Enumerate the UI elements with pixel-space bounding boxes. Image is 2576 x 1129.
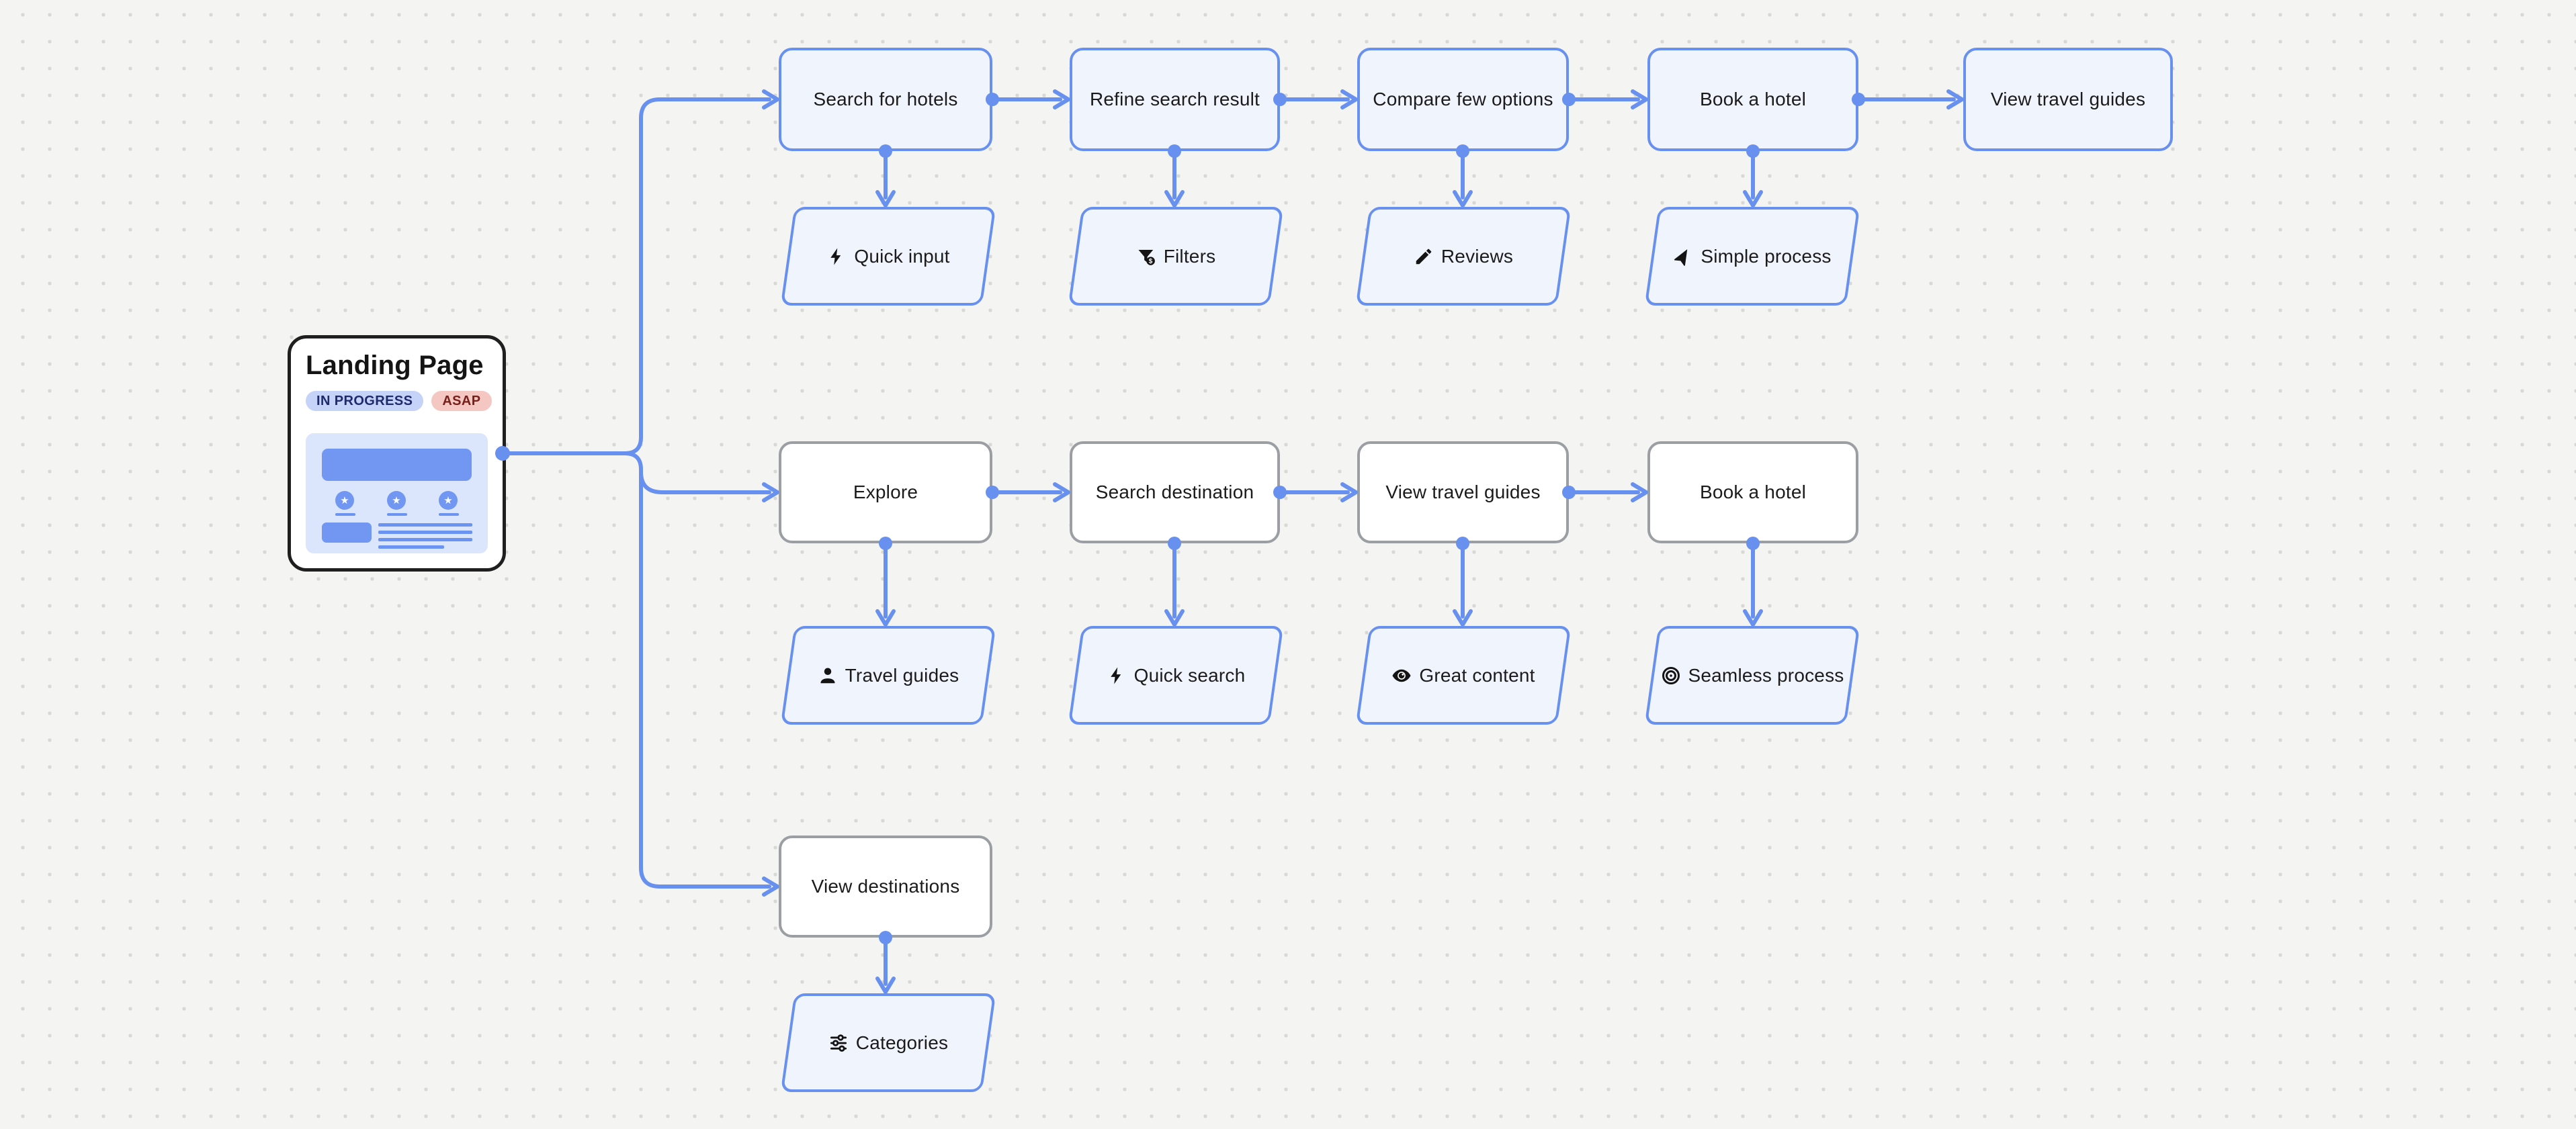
wireframe-feature: ★ [439,491,459,516]
flow-node-view-travel-guides-1[interactable]: View travel guides [1963,48,2173,151]
flow-node-label: View travel guides [1385,482,1541,502]
flow-note-label: Quick input [854,245,950,267]
flow-note-categories[interactable]: Categories [787,993,989,1092]
flow-node-label: Explore [853,482,918,502]
flow-node-refine-search-result[interactable]: Refine search result [1070,48,1280,151]
flow-note-label: Categories [855,1032,949,1053]
flow-node-book-a-hotel-2[interactable]: Book a hotel [1647,441,1858,543]
flow-node-label: Refine search result [1089,89,1260,109]
star-icon: ★ [439,491,458,510]
bolt-icon [1107,666,1127,686]
flow-note-travel-guides[interactable]: Travel guides [787,626,989,725]
wireframe-button-block [322,523,372,543]
wireframe-thumbnail: ★ ★ ★ [306,433,488,553]
badge-row: IN PROGRESS ASAP [306,391,503,411]
svg-text:$: $ [1148,258,1152,265]
card-title: Landing Page [306,351,484,380]
flow-node-view-travel-guides-2[interactable]: View travel guides [1357,441,1569,543]
flow-node-label: Search destination [1095,482,1254,502]
flow-node-view-destinations[interactable]: View destinations [779,836,992,938]
flow-note-label: Great content [1419,664,1535,686]
flow-node-explore[interactable]: Explore [779,441,992,543]
flow-note-reviews[interactable]: Reviews [1363,207,1564,306]
bolt-icon [826,246,847,267]
wireframe-feature: ★ [387,491,407,516]
flow-node-label: Book a hotel [1699,89,1807,109]
star-icon: ★ [335,491,354,510]
flow-node-label: Search for hotels [813,89,958,109]
flow-node-compare-few-options[interactable]: Compare few options [1357,48,1569,151]
edge-branch-row3 [501,451,771,889]
edge-branch-row2 [639,470,771,494]
edge-branch-row1 [501,97,771,455]
flow-note-label: Quick search [1133,664,1246,686]
priority-badge-asap: ASAP [431,391,492,411]
eye-icon [1391,666,1412,686]
flow-note-seamless-process[interactable]: Seamless process [1651,626,1853,725]
flow-node-book-a-hotel-1[interactable]: Book a hotel [1647,48,1858,151]
flow-node-label: Book a hotel [1699,482,1807,502]
filter-icon: $ [1136,246,1156,267]
flow-note-quick-search[interactable]: Quick search [1075,626,1277,725]
pencil-icon [1414,246,1434,267]
flow-node-label: Compare few options [1373,89,1553,109]
wireframe-feature: ★ [335,491,355,516]
flow-node-search-destination[interactable]: Search destination [1070,441,1280,543]
wireframe-text-line [378,523,472,527]
flow-note-label: Seamless process [1688,664,1844,686]
flow-node-search-for-hotels[interactable]: Search for hotels [779,48,992,151]
star-icon: ★ [387,491,406,510]
navigation-icon [1673,246,1693,267]
flow-note-label: Travel guides [845,664,959,686]
flow-note-label: Filters [1163,245,1216,267]
target-icon [1661,666,1681,686]
flow-note-filters[interactable]: $ Filters [1075,207,1277,306]
flow-note-simple-process[interactable]: Simple process [1651,207,1853,306]
landing-page-card[interactable]: Landing Page IN PROGRESS ASAP ★ ★ ★ [288,335,506,572]
person-icon [818,666,838,686]
wireframe-text-line [378,538,472,541]
status-badge-in-progress: IN PROGRESS [306,391,424,411]
sliders-icon [828,1033,849,1053]
flow-note-label: Simple process [1701,245,1832,267]
wireframe-text-line [378,531,472,534]
wireframe-hero-block [322,449,472,481]
flow-node-label: View travel guides [1990,89,2146,109]
flow-note-label: Reviews [1441,245,1514,267]
flow-note-quick-input[interactable]: Quick input [787,207,989,306]
wireframe-text-line [378,545,444,549]
flow-node-label: View destinations [811,876,960,897]
flow-note-great-content[interactable]: Great content [1363,626,1564,725]
